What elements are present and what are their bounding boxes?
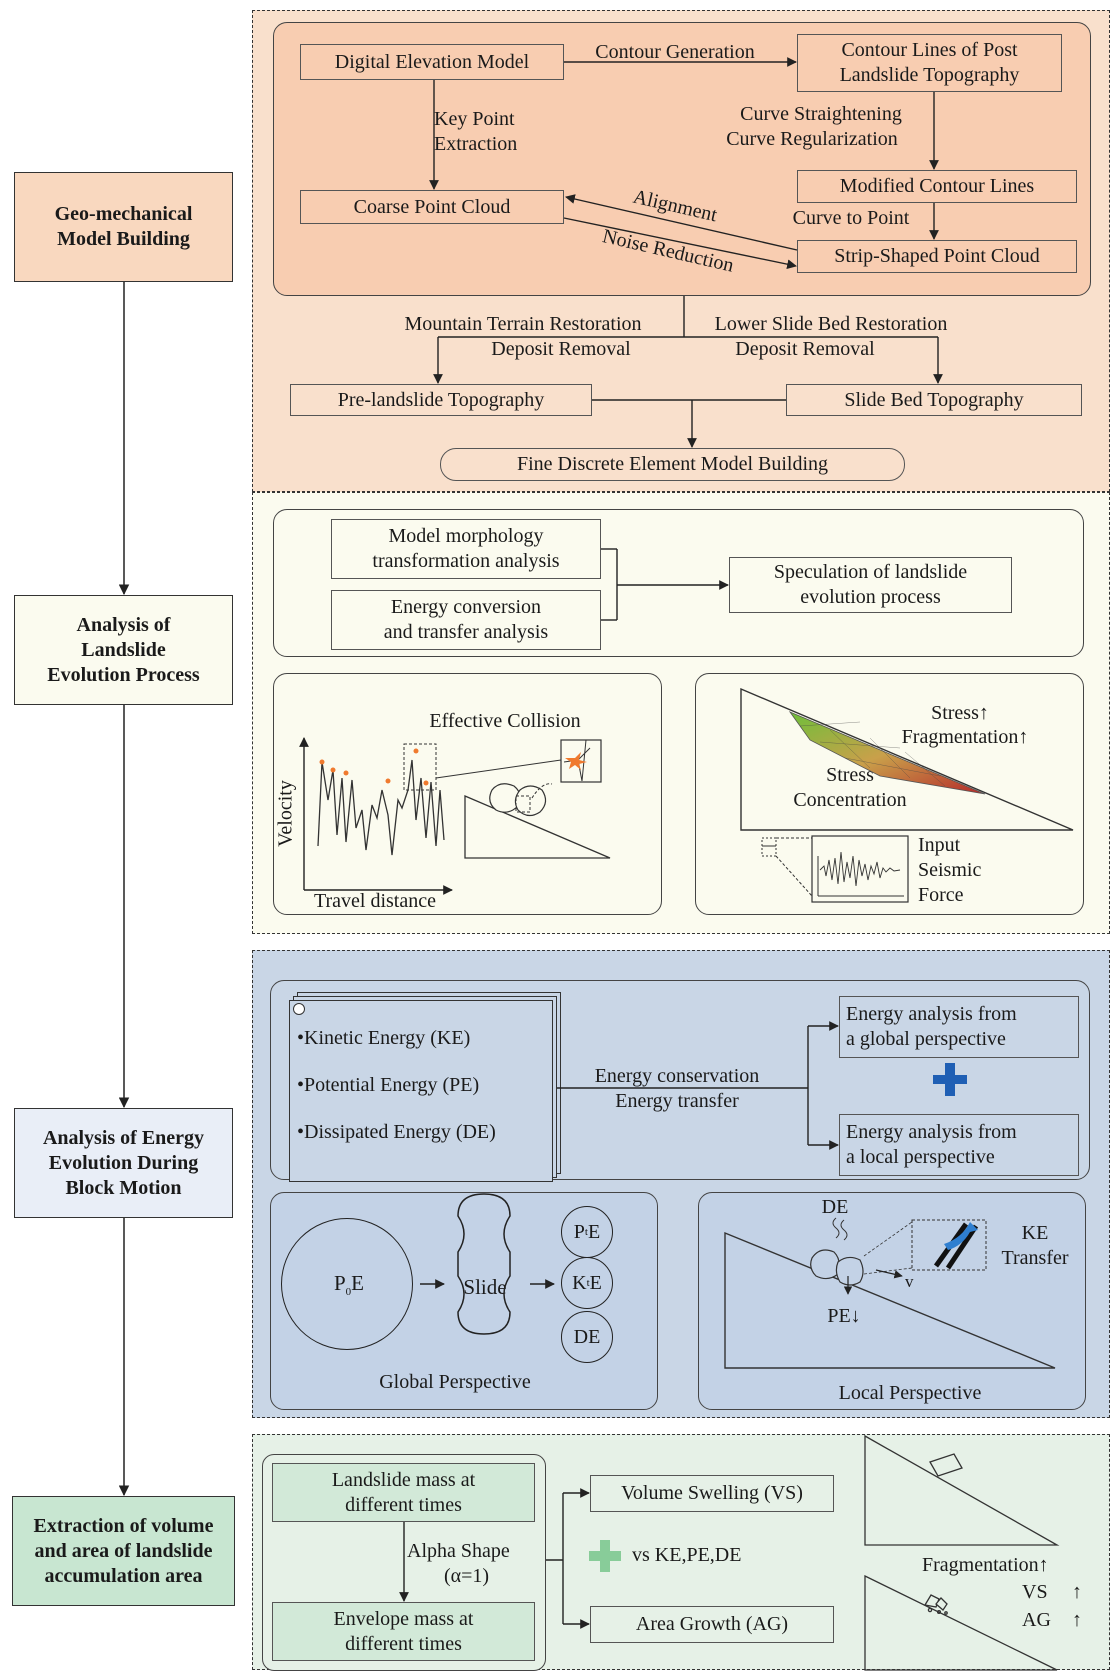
- envelope-mass-box: Envelope mass at different times: [272, 1602, 535, 1661]
- vs-ke-label: vs KE,PE,DE: [632, 1544, 742, 1566]
- volume-swelling-box: Volume Swelling (VS): [590, 1475, 834, 1512]
- effective-collision-label: Effective Collision: [429, 710, 581, 732]
- energy-conversion-box: Energy conversion and transfer analysis: [331, 590, 601, 650]
- velocity-chart: [299, 737, 611, 895]
- velocity-v-label: v: [905, 1272, 914, 1291]
- dissipated-energy-item: •Dissipated Energy (DE): [297, 1121, 496, 1143]
- curve-to-point-label: Curve to Point: [792, 207, 910, 229]
- alpha-shape-label: Alpha Shape: [407, 1540, 510, 1562]
- step-energy-evolution: Analysis of Energy Evolution During Bloc…: [14, 1108, 233, 1218]
- energy-transfer-label: Energy transfer: [615, 1090, 739, 1112]
- step-model-building: Geo-mechanical Model Building: [14, 172, 233, 282]
- card-hole-icon: [293, 1003, 305, 1015]
- key-point-label: Key Point Extraction: [434, 108, 518, 155]
- energy-conservation-label: Energy conservation: [594, 1065, 760, 1087]
- local-slope-figure: [724, 1217, 1056, 1369]
- stress-up-label: Stress↑: [931, 702, 989, 724]
- de-arrow-label: DE: [821, 1196, 849, 1218]
- contour-generation-label: Contour Generation: [595, 41, 755, 63]
- plus-icon-vertical: [945, 1063, 955, 1096]
- fine-model-box: Fine Discrete Element Model Building: [440, 448, 905, 481]
- fragmentation-slopes: [864, 1434, 1060, 1671]
- de-circle: DE: [561, 1311, 613, 1363]
- contour-lines-box: Contour Lines of Post Landslide Topograp…: [797, 34, 1062, 92]
- coarse-point-cloud-box: Coarse Point Cloud: [300, 190, 564, 224]
- deposit-removal-left-label: Deposit Removal: [491, 338, 631, 360]
- morphology-box: Model morphology transformation analysis: [331, 519, 601, 579]
- travel-distance-label: Travel distance: [313, 890, 436, 912]
- initial-energy-circle: [281, 1218, 413, 1350]
- local-perspective-label: Local Perspective: [838, 1382, 982, 1404]
- p0e-label: P0E: [333, 1271, 364, 1299]
- vs-result-label: VS: [1022, 1581, 1048, 1603]
- collision-panel: [273, 673, 662, 915]
- modified-contour-box: Modified Contour Lines: [797, 170, 1077, 203]
- input-seismic-force-label: Input Seismic Force: [918, 834, 982, 906]
- fragmentation-up-label: Fragmentation↑: [901, 726, 1029, 748]
- deposit-removal-right-label: Deposit Removal: [735, 338, 875, 360]
- slide-capsule: [457, 1193, 511, 1335]
- stress-concentration-label: Stress Concentration: [793, 764, 907, 811]
- mountain-restoration-label: Mountain Terrain Restoration: [404, 313, 642, 335]
- potential-energy-item: •Potential Energy (PE): [297, 1074, 480, 1096]
- slide-bed-box: Slide Bed Topography: [786, 384, 1082, 416]
- strip-point-cloud-box: Strip-Shaped Point Cloud: [797, 240, 1077, 273]
- slide-label: Slide: [463, 1275, 507, 1299]
- section3-arrows: [420, 1021, 839, 1289]
- curve-straightening-label: Curve Straightening: [740, 103, 902, 125]
- curve-regularization-label: Curve Regularization: [726, 128, 898, 150]
- ag-up-arrow: ↑: [1072, 1609, 1082, 1631]
- fragmentation-result-label: Fragmentation↑: [922, 1554, 1049, 1576]
- green-plus-icon-vertical: [600, 1540, 610, 1572]
- kinetic-energy-item: •Kinetic Energy (KE): [297, 1027, 471, 1049]
- alpha-value-label: (α=1): [444, 1565, 490, 1587]
- global-energy-box: Energy analysis from a global perspectiv…: [839, 996, 1079, 1058]
- landslide-mass-box: Landslide mass at different times: [272, 1463, 535, 1522]
- dem-box: Digital Elevation Model: [300, 44, 564, 80]
- vs-up-arrow: ↑: [1072, 1581, 1082, 1603]
- ke-transfer-label: KE Transfer: [1001, 1222, 1069, 1269]
- pre-landslide-box: Pre-landslide Topography: [290, 384, 592, 416]
- pe-down-label: PE↓: [827, 1305, 861, 1327]
- section2-arrows: [601, 548, 729, 621]
- energy-card-front: [289, 1000, 553, 1182]
- global-perspective-label: Global Perspective: [379, 1371, 531, 1393]
- step-evolution-process: Analysis of Landslide Evolution Process: [14, 595, 233, 705]
- step-volume-area: Extraction of volume and area of landsli…: [12, 1496, 235, 1606]
- stress-figure: [740, 687, 1074, 903]
- area-growth-box: Area Growth (AG): [590, 1606, 834, 1643]
- section4-arrows: [399, 1488, 590, 1629]
- section1-arrows: [429, 57, 943, 448]
- local-energy-box: Energy analysis from a local perspective: [839, 1114, 1079, 1176]
- lower-bed-restoration-label: Lower Slide Bed Restoration: [714, 313, 948, 335]
- speculation-box: Speculation of landslide evolution proce…: [729, 557, 1012, 613]
- ag-result-label: AG: [1022, 1609, 1051, 1631]
